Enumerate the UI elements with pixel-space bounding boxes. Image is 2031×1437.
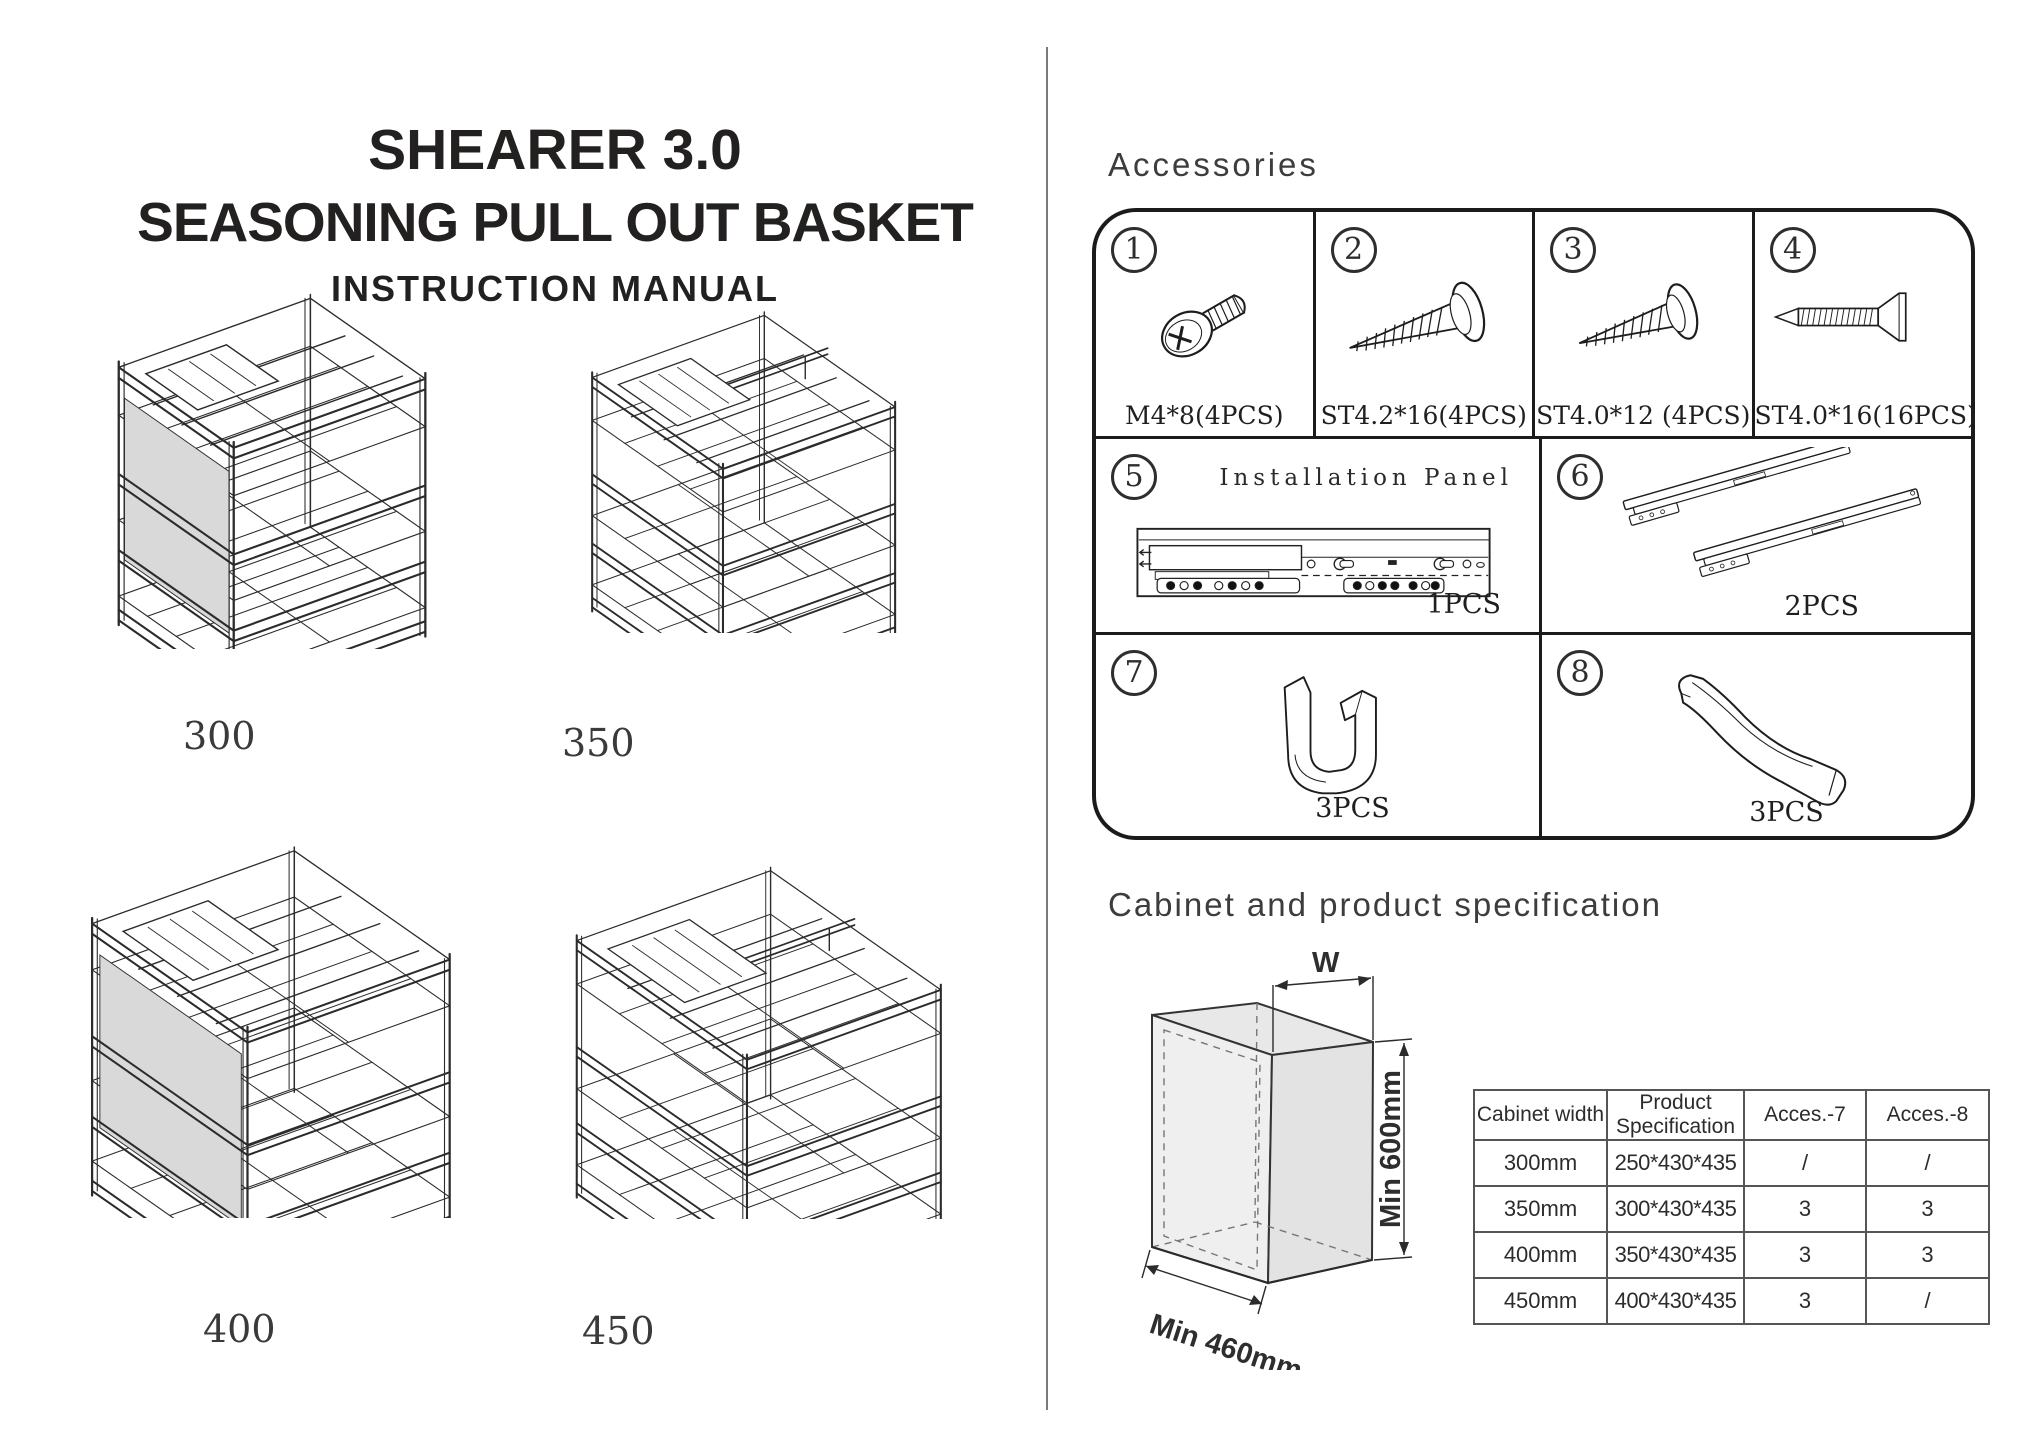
flat-head-screw-icon <box>1773 292 1907 342</box>
product-subtitle: SEASONING PULL OUT BASKET <box>137 191 974 253</box>
accessory-item-1: 1 M4*8(4PCS) <box>1096 212 1316 436</box>
basket-drawing-350 <box>591 311 897 633</box>
item-label: M4*8(4PCS) <box>1125 401 1284 430</box>
table-cell: 450mm <box>1473 1277 1608 1326</box>
item-number-badge: 1 <box>1111 227 1157 273</box>
page-divider <box>1046 47 1048 1410</box>
figure-label-350: 350 <box>562 721 635 765</box>
item-label: ST4.0*16(16PCS) <box>1754 401 1977 430</box>
header-cabinet-width: Cabinet width <box>1473 1088 1608 1142</box>
table-cell: 3 <box>1865 1231 1990 1280</box>
basket-figure-300 <box>108 283 438 649</box>
table-cell: 400*430*435 <box>1606 1277 1745 1326</box>
item-qty: 2PCS <box>1784 591 1859 622</box>
table-cell: 3 <box>1743 1277 1867 1326</box>
washer-head-screw-icon <box>1579 283 1699 347</box>
height-dim-label: Min 600mm <box>1375 1070 1407 1228</box>
table-row: 450mm 400*430*435 3 / <box>1473 1277 1990 1326</box>
accessories-row-2: 5 Installation Panel <box>1096 439 1971 635</box>
specification-table: Cabinet width Product Specification Acce… <box>1473 1088 1990 1326</box>
figure-label-450: 450 <box>582 1309 655 1353</box>
table-cell: / <box>1865 1277 1990 1326</box>
table-cell: 300mm <box>1473 1139 1608 1188</box>
item-number-badge: 2 <box>1330 227 1377 273</box>
depth-dim-label: Min 460mm <box>1146 1308 1306 1370</box>
title-block: SHEARER 3.0 SEASONING PULL OUT BASKET IN… <box>60 122 1050 310</box>
installation-panel-icon <box>1136 527 1491 598</box>
table-cell: 400mm <box>1473 1231 1608 1280</box>
table-cell: 350*430*435 <box>1606 1231 1745 1280</box>
figure-label-300: 300 <box>183 714 256 758</box>
table-row: 300mm 250*430*435 / / <box>1473 1139 1990 1188</box>
accessory-item-7: 7 3PCS <box>1096 635 1542 836</box>
bracket-icon <box>1678 674 1847 806</box>
table-cell: 250*430*435 <box>1606 1139 1745 1188</box>
basket-figure-350 <box>572 281 917 633</box>
pan-head-screw-icon <box>1161 293 1246 358</box>
drawer-slides-icon <box>1622 447 1922 577</box>
cabinet-diagram: W Min 600mm Min 460mm <box>1141 947 1413 1370</box>
item-qty: 3PCS <box>1749 797 1824 828</box>
accessories-heading: Accessories <box>1108 146 1319 183</box>
accessories-row-3: 7 3PCS 8 <box>1096 635 1971 836</box>
washer-head-screw-icon <box>1349 281 1485 352</box>
item-label: ST4.0*12 (4PCS) <box>1536 401 1751 430</box>
table-cell: / <box>1743 1139 1867 1188</box>
item-qty: 1PCS <box>1426 589 1501 620</box>
table-cell: 300*430*435 <box>1606 1185 1745 1234</box>
accessory-item-8: 8 3PCS <box>1542 635 1971 836</box>
table-cell: 3 <box>1743 1185 1867 1234</box>
item-number-badge: 7 <box>1111 650 1157 696</box>
accessory-item-4: 4 <box>1754 212 1977 436</box>
accessories-row-1: 1 M4*8(4PCS) 2 <box>1096 212 1977 439</box>
table-header-row: Cabinet width Product Specification Acce… <box>1473 1088 1990 1142</box>
item-number-badge: 6 <box>1557 454 1603 500</box>
figure-label-400: 400 <box>203 1307 276 1351</box>
header-product-spec: Product Specification <box>1606 1088 1745 1142</box>
manual-label: INSTRUCTION MANUAL <box>331 268 779 309</box>
header-acces-7: Acces.-7 <box>1743 1088 1867 1142</box>
header-acces-8: Acces.-8 <box>1865 1088 1990 1142</box>
table-cell: 3 <box>1743 1231 1867 1280</box>
item-qty: 3PCS <box>1315 793 1390 824</box>
accessory-item-3: 3 ST4.0*12 (4PCS) <box>1535 212 1755 436</box>
basket-figure-400 <box>82 836 462 1218</box>
accessory-item-2: 2 ST4.2*16(4PCS) <box>1316 212 1535 436</box>
width-dim-label: W <box>1312 947 1340 979</box>
accessories-table: 1 M4*8(4PCS) 2 <box>1092 208 1977 840</box>
basket-drawing-400 <box>90 846 451 1218</box>
product-name: SHEARER 3.0 <box>368 118 742 182</box>
item-number-badge: 8 <box>1557 650 1603 696</box>
table-cell: 3 <box>1865 1185 1990 1234</box>
item-number-badge: 3 <box>1550 227 1596 273</box>
installation-panel-label: Installation Panel <box>1219 465 1513 491</box>
table-cell: / <box>1865 1139 1990 1188</box>
item-number-badge: 4 <box>1769 227 1816 273</box>
table-row: 350mm 300*430*435 3 3 <box>1473 1185 1990 1234</box>
accessory-item-5: 5 Installation Panel <box>1096 439 1542 632</box>
basket-figure-450 <box>556 836 964 1219</box>
table-cell: 350mm <box>1473 1185 1608 1234</box>
item-label: ST4.2*16(4PCS) <box>1320 401 1527 430</box>
specification-heading: Cabinet and product specification <box>1108 886 1662 923</box>
accessory-item-6: 6 <box>1542 439 1971 632</box>
table-row: 400mm 350*430*435 3 3 <box>1473 1231 1990 1280</box>
clip-icon <box>1283 676 1377 795</box>
item-number-badge: 5 <box>1111 454 1157 500</box>
basket-drawing-450 <box>575 866 942 1219</box>
basket-drawing-300 <box>117 293 427 649</box>
